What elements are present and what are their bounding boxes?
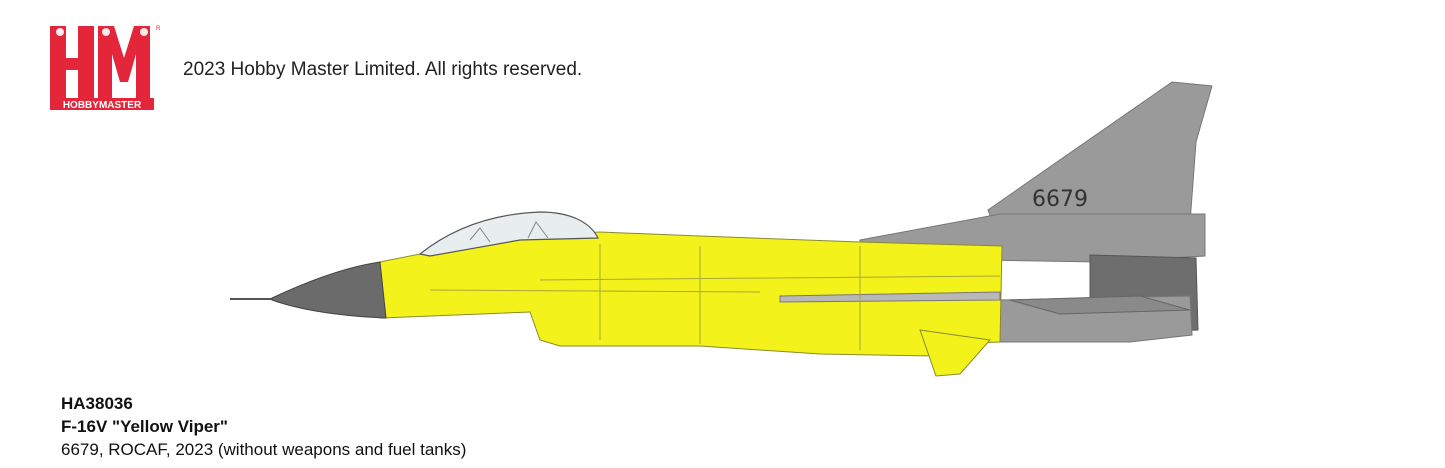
product-name: F-16V "Yellow Viper" <box>61 417 228 436</box>
product-description: 6679, ROCAF, 2023 (without weapons and f… <box>61 440 467 459</box>
horizontal-stabilizer <box>1009 295 1191 315</box>
ventral-fin <box>919 329 991 377</box>
hobbymaster-logo: HOBBYMASTER R <box>50 26 160 110</box>
canopy <box>418 211 599 257</box>
svg-text:HOBBYMASTER: HOBBYMASTER <box>63 100 142 110</box>
model-number: HA38036 <box>61 394 133 413</box>
nose-cone <box>271 261 387 319</box>
copyright-text: 2023 Hobby Master Limited. All rights re… <box>183 59 583 80</box>
product-caption: HA38036 F-16V "Yellow Viper" 6679, ROCAF… <box>61 392 466 462</box>
tail-number: 6679 <box>1032 187 1088 212</box>
svg-text:R: R <box>156 26 160 32</box>
